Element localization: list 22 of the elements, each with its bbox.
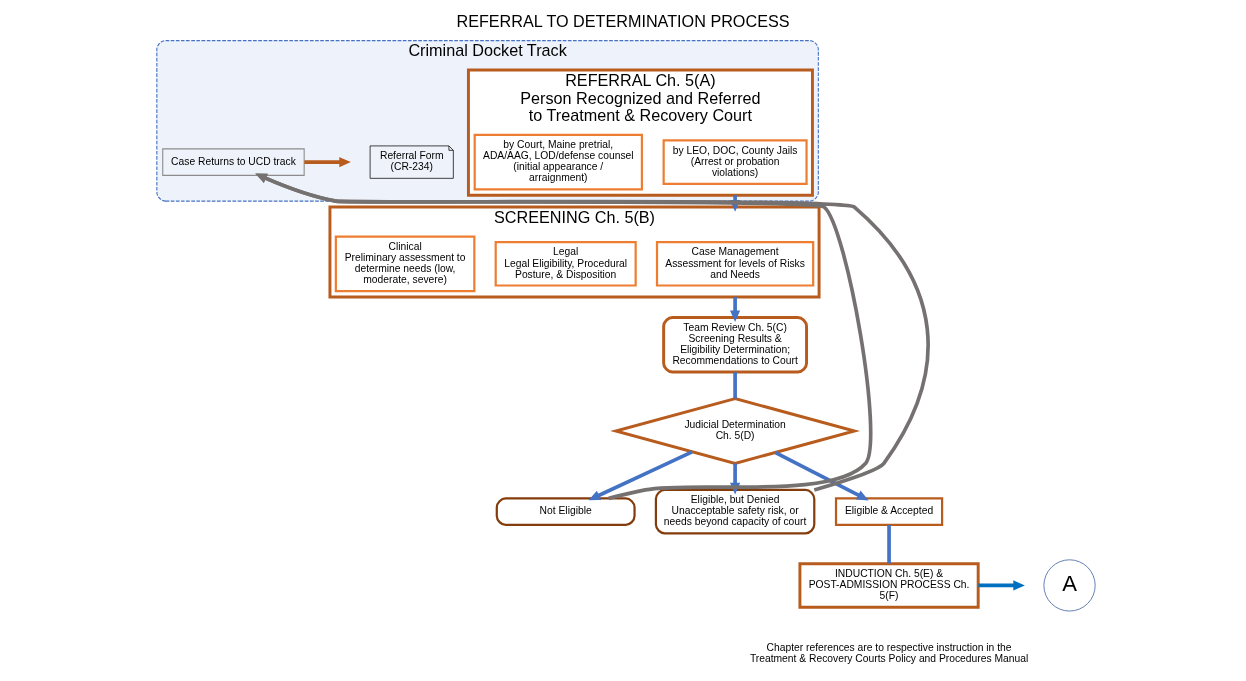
node-box: Team Review Ch. 5(C) Screening Results & Eligibility Determination; Recommendations to Court [662,316,809,374]
node-box: Not Eligible [495,497,636,527]
node-box: by LEO, DOC, County Jails (Arrest or probation violations) [662,139,808,185]
label: Chapter references are to respective instruction in the Treatment & Recovery Courts Policy and Procedures Manual [749,641,1029,664]
arrow [730,296,741,323]
arrow [978,580,1025,591]
arrow [588,450,693,501]
connector [733,372,737,399]
node-diamond: Judicial Determination Ch. 5(D) [610,397,861,465]
node-box: INDUCTION Ch. 5(E) & POST-ADMISSION PROCESS Ch. 5(F) [798,562,980,609]
arrow [304,157,351,168]
connector [887,525,891,564]
node-box: Clinical Preliminary assessment to determine needs (low, moderate, severe) [334,235,476,293]
node-box: by Court, Maine pretrial, ADA/AAG, LOD/defense counsel (initial appearance / arraignment) [473,133,643,191]
node-circle: A [1043,559,1096,612]
node-box: Eligible, but Denied Unacceptable safety risk, or needs beyond capacity of court [654,488,816,535]
node-box: Legal Legal Eligibility, Procedural Posture, & Disposition [494,240,637,287]
node-box: Case Returns to UCD track [162,148,305,176]
node-box: Case Management Assessment for levels of Risks and Needs [655,240,815,287]
node-box: Eligible & Accepted [834,497,944,527]
diagram-title: REFERRAL TO DETERMINATION PROCESS [456,12,790,31]
arrow [774,450,869,501]
